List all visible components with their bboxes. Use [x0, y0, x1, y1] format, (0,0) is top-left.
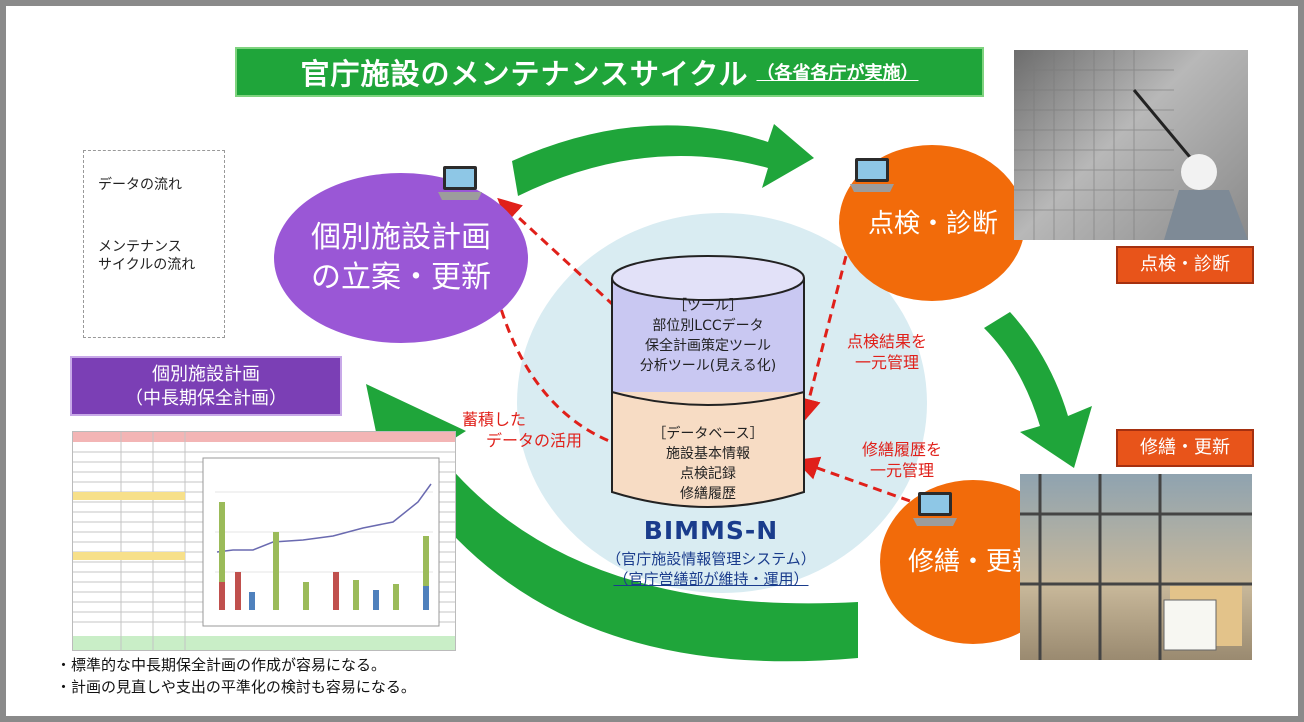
planning-node-line1: 個別施設計画 [311, 220, 491, 255]
title-main: 官庁施設のメンテナンスサイクル [300, 57, 749, 91]
cycle-arrow-top [512, 124, 814, 196]
title-banner: 官庁施設のメンテナンスサイクル （各省各庁が実施） [235, 47, 984, 97]
flow-label-repair-1: 修繕履歴を [861, 440, 942, 459]
db-tools-title: ［ツール］ [673, 298, 743, 314]
inspection-node-label: 点検・診断 [867, 209, 998, 239]
flow-label-inspection-2: 一元管理 [854, 353, 919, 372]
title-sub: （各省各庁が実施） [756, 63, 919, 84]
db-tool-analysis: 分析ツール(見える化) [639, 358, 777, 374]
repair-photo [1020, 474, 1252, 660]
data-arrow-repair [794, 456, 925, 508]
database-cylinder [611, 255, 805, 508]
inspection-photo [1014, 50, 1248, 240]
planning-node-line2: の立案・更新 [311, 260, 491, 295]
laptop-icon-repair [913, 492, 957, 526]
slide: 官庁施設のメンテナンスサイクル （各省各庁が実施） データの流れ メンテナンス … [6, 6, 1298, 716]
plan-label: 個別施設計画 （中長期保全計画） [70, 356, 342, 416]
db-item-repair: 修繕履歴 [680, 486, 736, 502]
inspection-photo-scene [1014, 50, 1248, 240]
flow-label-inspection-1: 点検結果を [846, 332, 927, 351]
flow-label-accumulated-2: データの活用 [486, 431, 583, 450]
system-description: （官庁施設情報管理システム） [606, 550, 816, 568]
cycle-arrow-right [984, 312, 1092, 468]
flow-label-accumulated-1: 蓄積した [462, 410, 527, 429]
plan-label-line1: 個別施設計画 [152, 364, 260, 385]
system-name: BIMMS-N [643, 516, 779, 545]
laptop-icon-planning [438, 166, 482, 200]
inspection-photo-label: 点検・診断 [1116, 246, 1254, 284]
plan-spreadsheet-thumbnail [72, 431, 456, 651]
laptop-icon-inspection [850, 158, 894, 192]
repair-photo-scene [1020, 474, 1252, 660]
system-maintainer: （官庁営繕部が維持・運用） [613, 570, 809, 588]
note-1: ・標準的な中長期保全計画の作成が容易になる。 [56, 656, 387, 674]
db-tool-plan: 保全計画策定ツール [645, 338, 771, 354]
cycle-arrow-bottom [366, 384, 858, 662]
repair-node-label: 修繕・更新 [907, 547, 1038, 577]
plan-label-line2: （中長期保全計画） [125, 388, 287, 409]
db-title: ［データベース］ [652, 426, 764, 442]
legend [83, 150, 225, 338]
db-item-basic: 施設基本情報 [666, 446, 750, 462]
spreadsheet-graphic [73, 432, 455, 650]
legend-data-flow-label: データの流れ [98, 177, 182, 193]
db-item-inspection: 点検記録 [680, 466, 736, 482]
legend-cycle-label-1: メンテナンス [98, 239, 182, 255]
planning-node-shape [274, 173, 528, 343]
flow-label-repair-2: 一元管理 [869, 461, 934, 480]
note-2: ・計画の見直しや支出の平準化の検討も容易になる。 [56, 678, 416, 696]
db-tool-lcc: 部位別LCCデータ [652, 318, 764, 334]
legend-cycle-label-2: サイクルの流れ [98, 257, 196, 273]
repair-photo-label: 修繕・更新 [1116, 429, 1254, 467]
